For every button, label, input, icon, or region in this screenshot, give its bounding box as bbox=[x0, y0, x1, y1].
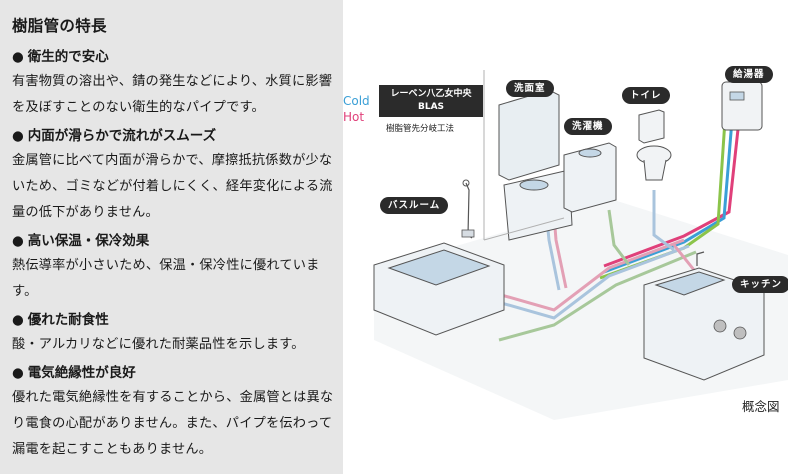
diagram-caption: 概念図 bbox=[742, 399, 780, 414]
hot-pipe bbox=[603, 119, 741, 268]
drain-pipe bbox=[607, 209, 631, 266]
shower-head-icon bbox=[462, 179, 470, 187]
water-heater-icon bbox=[721, 81, 763, 131]
toilet-tank bbox=[638, 109, 665, 144]
plumbing-diagram: レーベン八乙女中央 BLAS 樹脂管先分岐工法 洗面室 トイレ 給湯器 洗濯機 … bbox=[354, 40, 788, 420]
heater-panel bbox=[729, 91, 745, 101]
label-toilet: トイレ bbox=[622, 87, 670, 104]
cold-label: Cold bbox=[343, 94, 370, 108]
bath-faucet-icon bbox=[461, 229, 475, 238]
wall-line bbox=[483, 217, 565, 241]
stove-burner-icon bbox=[733, 326, 747, 340]
washing-machine bbox=[563, 142, 617, 213]
panel-heading: 樹脂管の特長 bbox=[12, 17, 107, 35]
plumbing-illustration bbox=[373, 70, 788, 420]
feature-title: 内面が滑らかで流れがスムーズ bbox=[27, 128, 217, 144]
toilet-base bbox=[643, 159, 667, 181]
feature-body: 熱伝導率が小さいため、保温・保冷性に優れています。 bbox=[12, 258, 320, 299]
feature-title: 電気絶縁性が良好 bbox=[27, 365, 136, 381]
feature-body: 金属管に比べて内面が滑らかで、摩擦抵抗係数が少ないため、ゴミなどが付着しにくく、… bbox=[12, 153, 333, 220]
sink-icon bbox=[519, 179, 549, 191]
blas-subtitle: 樹脂管先分岐工法 bbox=[386, 124, 455, 134]
bullet-icon: ● bbox=[12, 365, 24, 381]
feature-title: 高い保温・保冷効果 bbox=[27, 233, 150, 249]
feature-item: ●内面が滑らかで流れがスムーズ 金属管に比べて内面が滑らかで、摩擦抵抗係数が少な… bbox=[12, 124, 343, 226]
kitchen-faucet-icon bbox=[696, 251, 705, 266]
feature-body: 酸・アルカリなどに優れた耐薬品性を示します。 bbox=[12, 337, 305, 352]
feature-title: 優れた耐食性 bbox=[27, 312, 109, 328]
feature-item: ●衛生的で安心 有害物質の溶出や、錆の発生などにより、水質に影響を及ぼすことのな… bbox=[12, 45, 343, 121]
bullet-icon: ● bbox=[12, 128, 24, 144]
bullet-icon: ● bbox=[12, 49, 24, 65]
label-heater: 給湯器 bbox=[725, 66, 773, 83]
hot-pipe bbox=[483, 238, 685, 312]
hot-label: Hot bbox=[343, 110, 365, 124]
blas-name: BLAS bbox=[417, 102, 445, 112]
cold-pipe bbox=[652, 190, 675, 252]
kitchen-sink-icon bbox=[654, 271, 726, 296]
bathtub-water bbox=[387, 249, 491, 286]
features-panel: 樹脂管の特長 ●衛生的で安心 有害物質の溶出や、錆の発生などにより、水質に影響を… bbox=[0, 0, 343, 474]
bullet-icon: ● bbox=[12, 233, 24, 249]
blas-badge: レーベン八乙女中央 BLAS bbox=[379, 85, 483, 117]
mirror-cabinet bbox=[498, 89, 560, 181]
label-bath: バスルーム bbox=[380, 197, 449, 214]
label-kitchen: キッチン bbox=[732, 276, 788, 293]
blas-title: レーベン八乙女中央 bbox=[390, 89, 472, 99]
label-washer: 洗濯機 bbox=[564, 118, 612, 135]
feature-item: ●電気絶縁性が良好 優れた電気絶縁性を有することから、金属管とは異なり電食の心配… bbox=[12, 361, 343, 463]
label-washroom: 洗面室 bbox=[506, 80, 554, 97]
feature-item: ●優れた耐食性 酸・アルカリなどに優れた耐薬品性を示します。 bbox=[12, 308, 343, 358]
feature-body: 優れた電気絶縁性を有することから、金属管とは異なり電食の心配がありません。また、… bbox=[12, 390, 334, 457]
cold-pipe bbox=[483, 244, 690, 320]
bullet-icon: ● bbox=[12, 312, 24, 328]
cold-pipe bbox=[603, 119, 734, 274]
stove-burner-icon bbox=[713, 319, 727, 333]
feature-item: ●高い保温・保冷効果 熱伝導率が小さいため、保温・保冷性に優れています。 bbox=[12, 229, 343, 305]
kitchen-counter bbox=[643, 267, 765, 381]
washer-drum-icon bbox=[578, 148, 602, 158]
drain-pipe bbox=[498, 250, 697, 342]
feature-body: 有害物質の溶出や、錆の発生などにより、水質に影響を及ぼすことのない衛生的なパイプ… bbox=[12, 74, 333, 115]
feature-title: 衛生的で安心 bbox=[27, 49, 109, 65]
